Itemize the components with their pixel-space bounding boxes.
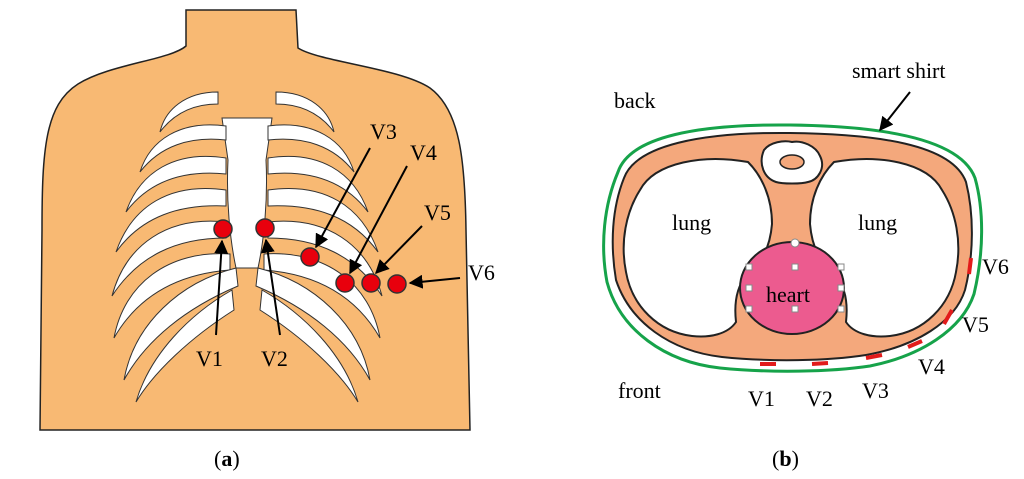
lung-left — [622, 158, 774, 338]
rib-right-2 — [267, 124, 355, 173]
rib-left-7 — [123, 267, 239, 381]
label-smart-shirt: smart shirt — [852, 58, 946, 83]
electrode-v5-a — [361, 273, 381, 293]
caption-a-open: ( — [214, 446, 221, 471]
panel-a: V1 V2 V3 V4 V5 V6 (a) — [39, 9, 495, 471]
rib-left-5 — [111, 220, 227, 297]
label-front: front — [618, 378, 661, 403]
arrow-v1-a — [214, 239, 229, 336]
electrode-strip-v3 — [865, 353, 883, 360]
label-back: back — [614, 88, 656, 113]
label-v3-b: V3 — [862, 378, 889, 403]
label-v4-a: V4 — [410, 140, 437, 165]
electrode-strip-v4 — [907, 339, 923, 349]
rib-right-3 — [267, 155, 369, 213]
lung-right — [808, 158, 960, 338]
electrode-strip-v6 — [967, 257, 973, 275]
label-v2-b: V2 — [806, 386, 833, 411]
electrode-v3-a — [300, 247, 320, 267]
rib-left-8 — [135, 289, 235, 403]
electrodes-a — [213, 218, 407, 294]
rib-left-4 — [115, 188, 227, 253]
caption-a: (a) — [214, 446, 240, 471]
electrode-v4-a — [335, 273, 355, 293]
electrode-strip-v5 — [942, 309, 954, 325]
electrode-v2-a — [255, 218, 275, 238]
label-v1-a: V1 — [196, 346, 223, 371]
arrow-v5-a — [375, 225, 423, 275]
rib-left-2 — [139, 124, 227, 173]
arrow-v6-a — [408, 274, 461, 289]
caption-a-close: ) — [232, 446, 239, 471]
label-v4-b: V4 — [918, 354, 945, 379]
label-v6-b: V6 — [982, 254, 1009, 279]
heart-selection-handles — [745, 238, 845, 313]
arrow-v3-a — [315, 147, 371, 249]
smart-shirt-outline — [602, 123, 984, 373]
electrode-v1-a — [213, 219, 233, 239]
rib-left-6 — [113, 253, 231, 339]
caption-b: (b) — [772, 446, 799, 471]
vertebra-canal — [779, 154, 805, 170]
label-v1-b: V1 — [748, 386, 775, 411]
caption-b-letter: b — [779, 446, 791, 471]
electrode-v6-a — [387, 274, 407, 294]
rib-right-7 — [255, 267, 371, 381]
label-lung-right: lung — [858, 210, 897, 235]
panel-b: smart shirt back front lung lung heart V… — [602, 58, 1009, 471]
label-v5-a: V5 — [424, 200, 451, 225]
rib-right-4 — [267, 188, 379, 253]
rib-right-1 — [275, 91, 335, 133]
arrow-v4-a — [349, 165, 408, 275]
rib-left-3 — [125, 155, 227, 213]
label-v5-b: V5 — [962, 312, 989, 337]
rib-right-8 — [259, 289, 359, 403]
caption-b-open: ( — [772, 446, 779, 471]
electrode-strip-v2 — [811, 361, 829, 366]
label-heart: heart — [766, 282, 810, 307]
label-lung-left: lung — [672, 210, 711, 235]
arrow-smart-shirt — [879, 91, 911, 132]
rib-left-1 — [159, 91, 219, 133]
caption-a-letter: a — [221, 446, 232, 471]
rib-right-5 — [267, 220, 383, 297]
arrow-v2-a — [260, 238, 281, 336]
caption-b-close: ) — [792, 446, 799, 471]
electrode-strips-b — [760, 257, 973, 366]
label-v2-a: V2 — [261, 346, 288, 371]
label-v6-a: V6 — [468, 260, 495, 285]
arrows-a — [214, 147, 461, 336]
label-v3-a: V3 — [370, 119, 397, 144]
ribcage — [111, 91, 383, 403]
